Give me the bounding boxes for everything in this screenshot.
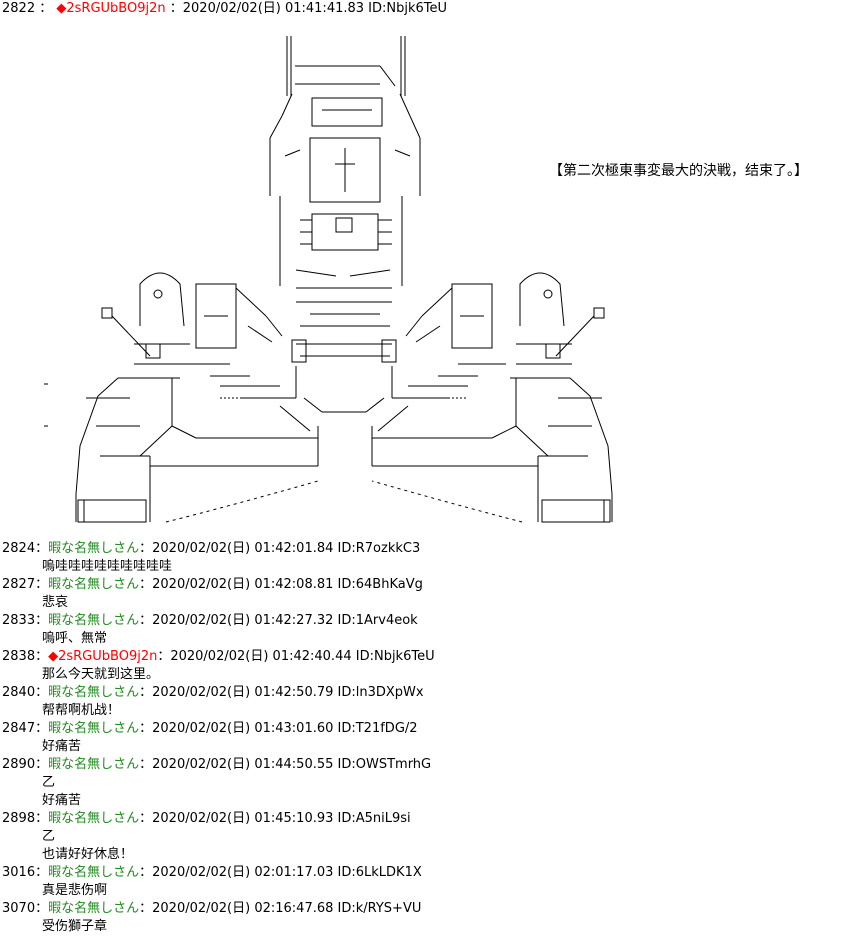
post-number[interactable]: 2838 [2,649,36,664]
post-number[interactable]: 2833 [2,613,36,628]
post-header: 2890：暇な名無しさん：2020/02/02(日) 01:44:50.55 I… [2,756,431,774]
post-header: 2822 ： ◆2sRGUbBO9j2n ：2020/02/02(日) 01:4… [2,0,447,18]
post-header: 2827：暇な名無しさん：2020/02/02(日) 01:42:08.81 I… [2,576,423,594]
separator: ： [39,1,53,16]
poster-name: 暇な名無しさん [48,811,140,826]
post-body-line: 真是悲伤啊 [42,883,108,898]
post-9: 3070：暇な名無しさん：2020/02/02(日) 02:16:47.68 I… [2,900,421,936]
post-number[interactable]: 2827 [2,577,36,592]
post-header: 2898：暇な名無しさん：2020/02/02(日) 01:45:10.93 I… [2,810,411,828]
post-meta: ：2020/02/02(日) 02:16:47.68 ID:k/RYS+VU [139,901,422,916]
post-meta: ：2020/02/02(日) 01:42:50.79 ID:ln3DXpWx [139,685,424,700]
trip-diamond-icon: ◆ [56,1,67,16]
post-body-line: 好痛苦 [42,739,82,754]
separator: ： [35,649,49,664]
poster-name: 暇な名無しさん [48,577,140,592]
separator: ： [35,577,49,592]
post-4: 2840：暇な名無しさん：2020/02/02(日) 01:42:50.79 I… [2,684,424,720]
poster-name: 暇な名無しさん [48,613,140,628]
post-7: 2898：暇な名無しさん：2020/02/02(日) 01:45:10.93 I… [2,810,411,864]
post-number[interactable]: 2898 [2,811,36,826]
poster-name: 暇な名無しさん [48,757,140,772]
post-body-line: 嗚呼、無常 [42,631,108,646]
post-meta: ：2020/02/02(日) 02:01:17.03 ID:6LkLDK1X [139,865,422,880]
separator: ： [35,721,49,736]
poster-name: ◆2sRGUbBO9j2n [48,649,158,664]
post-body-line: 那么今天就到这里。 [42,667,160,682]
post-header: 2824：暇な名無しさん：2020/02/02(日) 01:42:01.84 I… [2,540,420,558]
post-body-line: 嗚哇哇哇哇哇哇哇哇哇 [42,559,173,574]
poster-name: 暇な名無しさん [48,721,140,736]
separator: ： [35,901,49,916]
separator: ： [35,613,49,628]
post-meta: ：2020/02/02(日) 01:42:08.81 ID:64BhKaVg [139,577,423,592]
post-8: 3016：暇な名無しさん：2020/02/02(日) 02:01:17.03 I… [2,864,422,900]
post-header: 2838：◆2sRGUbBO9j2n：2020/02/02(日) 01:42:4… [2,648,435,666]
post-body-line: 也请好好休息！ [42,847,134,862]
separator: ： [35,865,49,880]
poster-name: 暇な名無しさん [48,865,140,880]
post-meta: ：2020/02/02(日) 01:42:40.44 ID:Nbjk6TeU [157,649,435,664]
separator: ： [35,757,49,772]
post-body-line: 乙 [42,829,56,844]
post-meta: ：2020/02/02(日) 01:45:10.93 ID:A5niL9si [139,811,411,826]
post-body-line: 受伤獅子章 [42,919,108,934]
post-2822: 2822 ： ◆2sRGUbBO9j2n ：2020/02/02(日) 01:4… [2,0,447,18]
poster-name: 暇な名無しさん [48,901,140,916]
post-meta: ：2020/02/02(日) 01:42:01.84 ID:R7ozkkC3 [139,541,421,556]
post-3: 2838：◆2sRGUbBO9j2n：2020/02/02(日) 01:42:4… [2,648,435,684]
post-0: 2824：暇な名無しさん：2020/02/02(日) 01:42:01.84 I… [2,540,420,576]
poster-name: 2sRGUbBO9j2n [66,1,166,16]
post-header: 2847：暇な名無しさん：2020/02/02(日) 01:43:01.60 I… [2,720,418,738]
post-6: 2890：暇な名無しさん：2020/02/02(日) 01:44:50.55 I… [2,756,431,810]
post-header: 2833：暇な名無しさん：2020/02/02(日) 01:42:27.32 I… [2,612,418,630]
post-number[interactable]: 2822 [2,1,36,16]
ascii-art-robot-illustration [44,36,613,523]
post-header: 3070：暇な名無しさん：2020/02/02(日) 02:16:47.68 I… [2,900,421,918]
post-1: 2827：暇な名無しさん：2020/02/02(日) 01:42:08.81 I… [2,576,423,612]
post-body-line: 好痛苦 [42,793,82,808]
post-body-line: 帮帮啊机战！ [42,703,121,718]
poster-name: 暇な名無しさん [48,685,140,700]
post-header: 2840：暇な名無しさん：2020/02/02(日) 01:42:50.79 I… [2,684,424,702]
separator: ： [35,685,49,700]
post-number[interactable]: 3016 [2,865,36,880]
post-number[interactable]: 3070 [2,901,36,916]
post-meta: ：2020/02/02(日) 01:42:27.32 ID:1Arv4eok [139,613,418,628]
post-meta: ：2020/02/02(日) 01:43:01.60 ID:T21fDG/2 [139,721,418,736]
post-body-line: 乙 [42,775,56,790]
separator: ： [35,811,49,826]
post-meta: ：2020/02/02(日) 01:44:50.55 ID:OWSTmrhG [139,757,432,772]
post-header: 3016：暇な名無しさん：2020/02/02(日) 02:01:17.03 I… [2,864,422,882]
poster-name: 暇な名無しさん [48,541,140,556]
post-number[interactable]: 2840 [2,685,36,700]
post-5: 2847：暇な名無しさん：2020/02/02(日) 01:43:01.60 I… [2,720,418,756]
post-number[interactable]: 2847 [2,721,36,736]
narration-caption: 【第二次極東事変最大的決戦，结束了。】 [549,163,808,179]
post-meta: ：2020/02/02(日) 01:41:41.83 ID:Nbjk6TeU [169,1,448,16]
separator: ： [35,541,49,556]
post-body-line: 悲哀 [42,595,69,610]
post-2: 2833：暇な名無しさん：2020/02/02(日) 01:42:27.32 I… [2,612,418,648]
post-number[interactable]: 2824 [2,541,36,556]
post-number[interactable]: 2890 [2,757,36,772]
